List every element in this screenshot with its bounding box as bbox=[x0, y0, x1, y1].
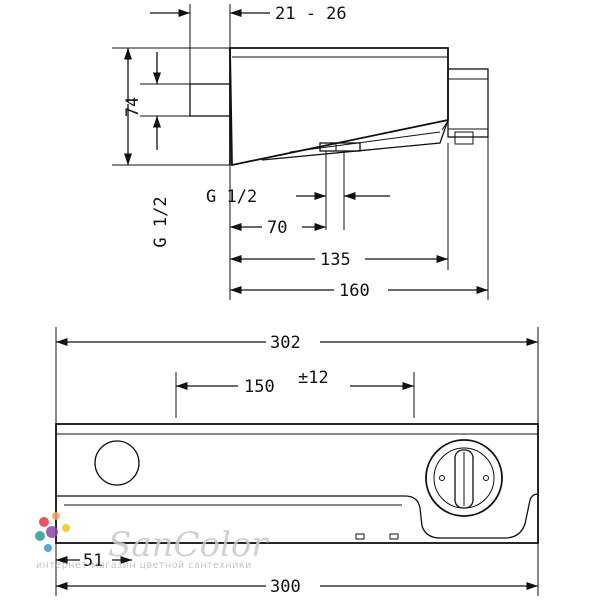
watermark-logo-dot bbox=[52, 512, 60, 520]
label-150-tolerance: ±12 bbox=[298, 368, 329, 388]
temperature-knob-mark-right bbox=[483, 475, 489, 481]
side-shelf bbox=[261, 119, 449, 161]
label-74: 74 bbox=[123, 97, 143, 117]
volume-button bbox=[94, 440, 140, 486]
front-fixture-2 bbox=[389, 533, 399, 540]
label-302: 302 bbox=[270, 333, 301, 353]
side-view: 21 - 26 74 G 1/2 G 1/2 70 135 160 bbox=[112, 4, 489, 301]
side-handle bbox=[447, 68, 489, 138]
side-body bbox=[229, 47, 449, 167]
label-21-26: 21 - 26 bbox=[275, 4, 347, 24]
watermark-logo-dot bbox=[62, 524, 70, 532]
front-view: 302 150 ±12 51 300 bbox=[55, 327, 539, 597]
watermark-logo-dot bbox=[46, 526, 58, 538]
label-135: 135 bbox=[320, 250, 351, 270]
side-shelf-inner bbox=[289, 131, 441, 153]
label-g12-bottom: G 1/2 bbox=[206, 187, 257, 207]
label-70: 70 bbox=[267, 218, 287, 238]
watermark-logo-icon bbox=[35, 512, 70, 552]
front-shelf bbox=[56, 493, 539, 539]
label-160: 160 bbox=[339, 281, 370, 301]
watermark-tagline: интернет-магазин цветной сантехники bbox=[36, 560, 252, 571]
watermark-logo-dot bbox=[39, 517, 49, 527]
temperature-knob-grip bbox=[454, 449, 474, 509]
front-fixture-1 bbox=[355, 533, 365, 540]
label-300: 300 bbox=[270, 577, 301, 597]
label-150: 150 bbox=[244, 377, 275, 397]
label-51: 51 bbox=[83, 551, 103, 571]
label-g12-side: G 1/2 bbox=[151, 196, 171, 247]
bottom-outlet bbox=[319, 142, 361, 152]
watermark: SanColor интернет-магазин цветной сантех… bbox=[35, 512, 269, 571]
side-shelf-edge bbox=[441, 120, 449, 131]
temperature-knob bbox=[425, 439, 503, 517]
watermark-logo-dot bbox=[35, 531, 45, 541]
temperature-knob-mark-left bbox=[439, 475, 445, 481]
wall-connector bbox=[189, 83, 231, 117]
side-handle-knob bbox=[454, 131, 474, 145]
watermark-brand: SanColor bbox=[108, 525, 269, 565]
watermark-logo-dot bbox=[44, 544, 52, 552]
front-body bbox=[55, 423, 539, 544]
